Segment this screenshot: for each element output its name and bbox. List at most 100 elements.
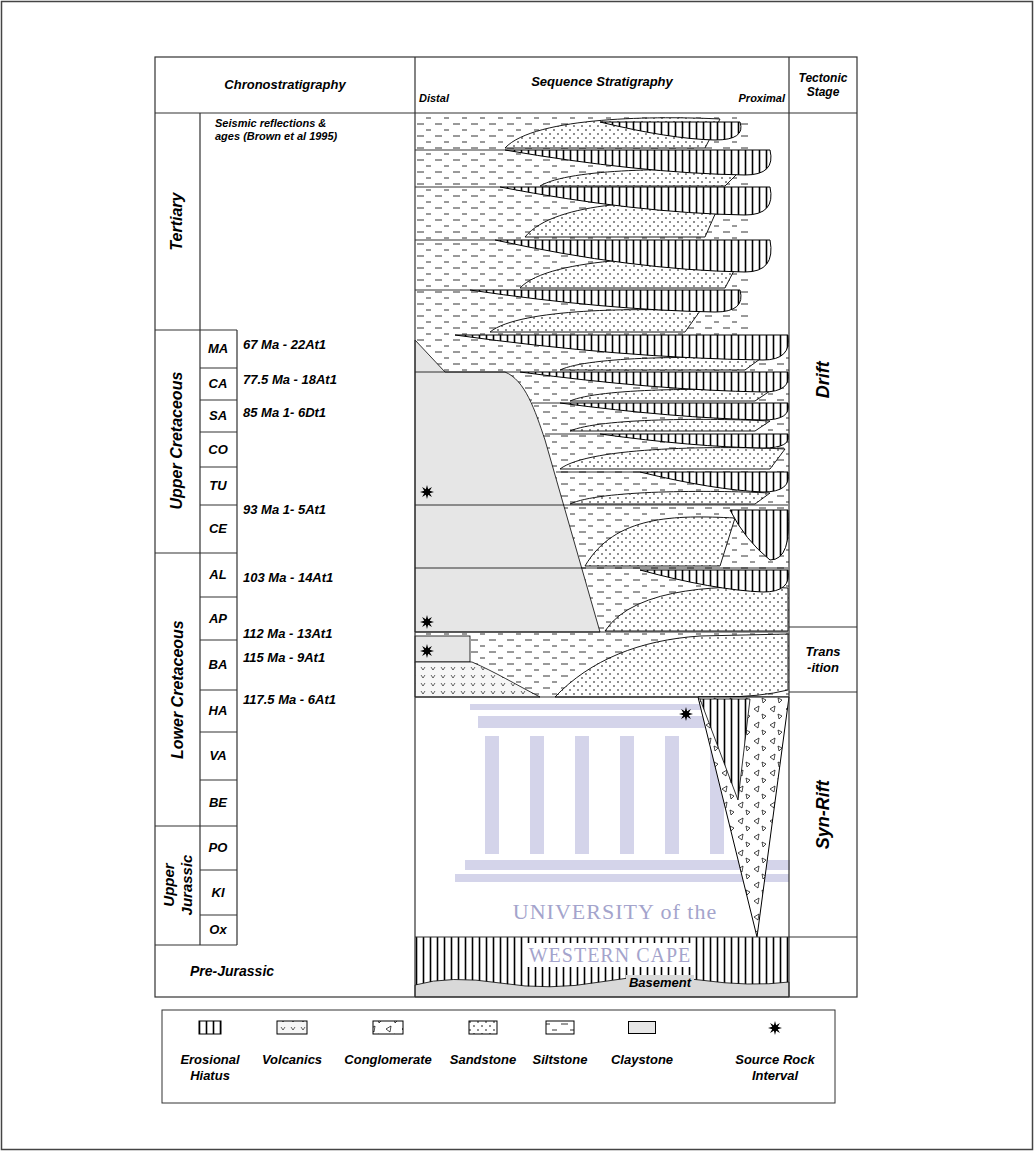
age-label: 115 Ma - 9At1 <box>243 650 325 666</box>
watermark: WESTERN CAPE <box>526 943 695 967</box>
erosional-hiatus-wedges <box>455 122 789 592</box>
legend-swatch <box>768 1021 782 1035</box>
axis-label: Distal <box>419 92 449 105</box>
watermark-building <box>455 874 789 882</box>
hiatus-wedge <box>560 403 788 420</box>
stage-label: CE <box>209 521 227 537</box>
era-label: Lower Cretaceous <box>167 621 186 760</box>
hiatus-wedge <box>495 240 771 272</box>
hiatus-wedge <box>700 699 750 800</box>
legend-swatch <box>628 1021 656 1034</box>
volcanics-fill <box>415 662 540 697</box>
table-frame <box>155 57 857 997</box>
hiatus-wedge <box>505 150 771 175</box>
column-header: Chronostratigraphy <box>224 77 345 93</box>
stage-label: KI <box>212 885 225 901</box>
siltstone-fill <box>415 113 789 697</box>
legend-swatch <box>373 1021 403 1034</box>
axis-label: Proximal <box>739 92 785 105</box>
era-label: Upper Jurassic <box>160 848 196 922</box>
stage-label: BE <box>209 795 227 811</box>
watermark-building <box>665 736 679 854</box>
watermark-building <box>485 736 499 854</box>
sequence-boundaries <box>415 150 789 697</box>
tectonic-stage: Drift <box>812 362 834 399</box>
legend-label: Erosional Hiatus <box>173 1052 248 1083</box>
hiatus-wedge <box>640 472 788 492</box>
stage-label: Ox <box>209 922 226 938</box>
sandstone-lenses <box>490 118 788 697</box>
sandstone-lens <box>560 448 785 469</box>
legend-swatch <box>277 1021 307 1034</box>
age-label: 117.5 Ma - 6At1 <box>243 692 336 708</box>
basement-fill <box>415 977 789 997</box>
watermark-building <box>530 736 544 854</box>
age-label: 85 Ma 1- 6Dt1 <box>243 405 326 421</box>
age-label: 67 Ma - 22At1 <box>243 337 326 353</box>
sandstone-lens <box>570 419 770 431</box>
legend-swatch <box>546 1021 574 1034</box>
stage-label: CO <box>208 442 228 458</box>
source-rock-stars <box>420 485 693 721</box>
claystone-fill <box>415 340 600 632</box>
stage-label: CA <box>209 376 228 392</box>
table-grid <box>155 57 857 997</box>
legend-swatch <box>199 1021 221 1034</box>
age-label: 93 Ma 1- 5At1 <box>243 502 326 518</box>
legend-label: Source Rock Interval <box>730 1052 820 1083</box>
source-rock-star <box>420 485 434 499</box>
stage-label: AP <box>209 611 227 627</box>
sandstone-lens <box>555 634 788 697</box>
claystone-fill <box>415 636 470 662</box>
stage-label: TU <box>209 478 226 494</box>
hiatus-wedge <box>500 187 771 215</box>
hiatus-wedge <box>470 290 741 312</box>
legend-label: Conglomerate <box>344 1052 431 1068</box>
hiatus-wedge <box>520 372 788 392</box>
watermark-building <box>620 736 634 854</box>
note: Seismic reflections & ages (Brown et al … <box>215 117 345 143</box>
sequence-fill <box>415 113 789 697</box>
legend-swatch <box>469 1021 497 1034</box>
stage-label: BA <box>209 657 228 673</box>
hiatus-wedge <box>640 570 788 592</box>
legend-label: Volcanics <box>262 1052 322 1068</box>
legend-frame <box>162 1010 835 1103</box>
age-label: 77.5 Ma - 18At1 <box>243 372 337 388</box>
tectonic-stage: Syn-Rift <box>812 781 834 850</box>
legend-label: Claystone <box>611 1052 673 1068</box>
hiatus-wedge <box>730 510 789 560</box>
source-rock-star <box>679 707 693 721</box>
unit-label: Basement <box>626 975 694 991</box>
stage-label: VA <box>209 748 226 764</box>
legend-label: Siltstone <box>533 1052 588 1068</box>
era-label: Pre-Jurassic <box>190 963 274 980</box>
column-header: Sequence Stratigraphy <box>531 74 673 90</box>
age-label: 112 Ma - 13At1 <box>243 626 332 642</box>
stage-label: AL <box>209 567 226 583</box>
source-rock-star <box>420 615 434 629</box>
stage-label: MA <box>208 341 228 357</box>
watermark: UNIVERSITY of the <box>513 899 717 925</box>
tectonic-stage: Trans -ition <box>803 644 843 675</box>
watermark-building <box>575 736 589 854</box>
basement-hiatus <box>415 937 789 997</box>
hiatus-wedge <box>600 434 788 448</box>
legend-label: Sandstone <box>450 1052 516 1068</box>
era-label: Upper Cretaceous <box>167 372 186 510</box>
age-label: 103 Ma - 14At1 <box>243 570 333 586</box>
stage-label: HA <box>209 703 228 719</box>
stage-label: PO <box>209 840 228 856</box>
sandstone-lens <box>490 310 700 332</box>
column-header: Tectonic Stage <box>791 71 855 100</box>
sandstone-lens <box>570 491 770 504</box>
stage-label: SA <box>209 408 227 424</box>
source-rock-star <box>420 644 434 658</box>
sandstone-lens <box>585 517 735 566</box>
sandstone-lens <box>605 587 788 631</box>
hiatus-wedge <box>600 122 741 140</box>
hiatus-wedge <box>455 335 788 360</box>
